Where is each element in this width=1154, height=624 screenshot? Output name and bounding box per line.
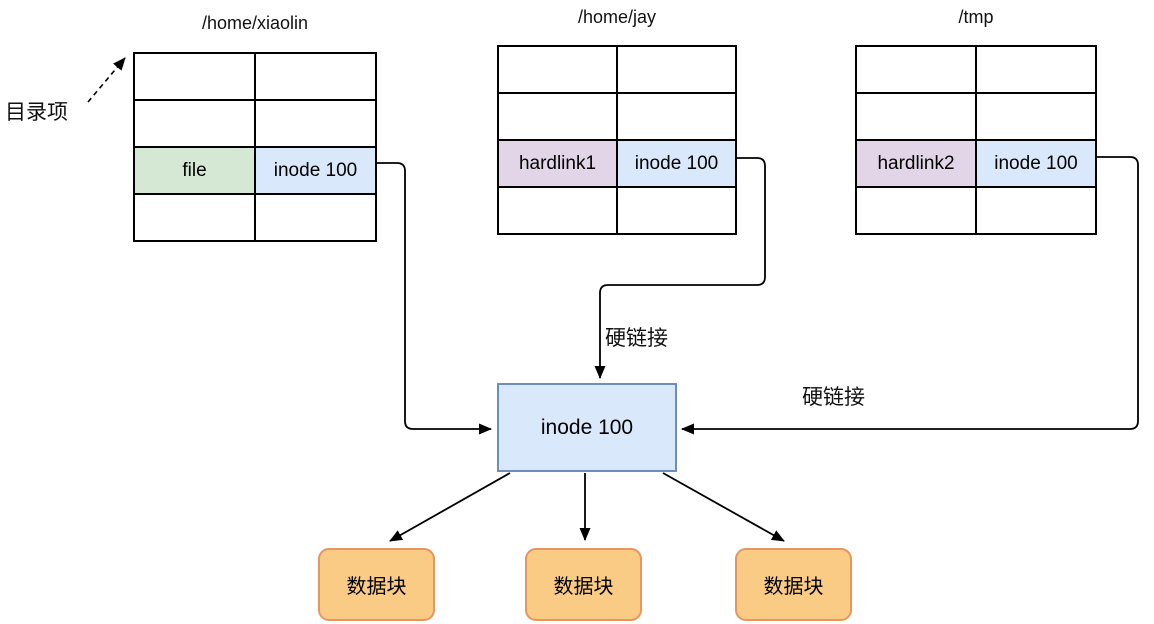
- edge-inode-to-block3: [662, 472, 785, 542]
- table-row: [133, 99, 377, 148]
- dir-entry-name-hardlink1: hardlink1: [497, 139, 618, 188]
- table-row: hardlink2 inode 100: [855, 139, 1097, 188]
- table-row: [133, 193, 377, 242]
- table-row: file inode 100: [133, 146, 377, 195]
- dir-table-jay: hardlink1 inode 100: [497, 45, 737, 235]
- dir-entry-inode: inode 100: [975, 139, 1097, 188]
- dir-entry-cell-empty: [254, 193, 377, 242]
- dir-entry-cell-empty: [497, 186, 618, 235]
- table-row: hardlink1 inode 100: [497, 139, 737, 188]
- dir-entry-cell-empty: [497, 92, 618, 141]
- dir-entry-cell-empty: [133, 193, 256, 242]
- dir-entry-name-file: file: [133, 146, 256, 195]
- data-block-2: 数据块: [525, 548, 642, 621]
- dir-title-tmp: /tmp: [958, 7, 994, 27]
- table-row: [855, 45, 1097, 94]
- table-row: [855, 92, 1097, 141]
- inode-box: inode 100: [497, 383, 677, 472]
- edge-xiaolin-to-inode: [377, 162, 492, 435]
- dir-entry-cell-empty: [254, 99, 377, 148]
- dir-table-xiaolin: file inode 100: [133, 52, 377, 242]
- data-block-1: 数据块: [318, 548, 435, 621]
- data-block-label: 数据块: [763, 576, 824, 598]
- directory-entry-label: 目录项: [5, 101, 68, 124]
- dir-entry-inode: inode 100: [254, 146, 377, 195]
- hardlink-edge-label-right: 硬链接: [802, 386, 865, 409]
- table-row: [497, 45, 737, 94]
- table-row: [497, 92, 737, 141]
- data-block-3: 数据块: [735, 548, 852, 621]
- dir-entry-cell-empty: [254, 52, 377, 101]
- edge-inode-to-block1: [389, 472, 511, 542]
- table-row: [497, 186, 737, 235]
- dir-entry-cell-empty: [855, 186, 977, 235]
- dir-entry-name-hardlink2: hardlink2: [855, 139, 977, 188]
- dir-entry-cell-empty: [616, 45, 737, 94]
- dir-entry-cell-empty: [975, 45, 1097, 94]
- data-block-label: 数据块: [553, 576, 614, 598]
- dir-entry-cell-empty: [133, 99, 256, 148]
- dir-entry-cell-empty: [616, 92, 737, 141]
- hardlink-edge-label-top: 硬链接: [605, 327, 668, 350]
- dir-entry-cell-empty: [616, 186, 737, 235]
- dir-entry-cell-empty: [975, 186, 1097, 235]
- dir-entry-cell-empty: [855, 92, 977, 141]
- dir-entry-cell-empty: [133, 52, 256, 101]
- table-row: [855, 186, 1097, 235]
- dir-title-jay: /home/jay: [577, 7, 657, 27]
- inode-box-label: inode 100: [540, 415, 634, 439]
- dir-entry-cell-empty: [497, 45, 618, 94]
- dir-entry-cell-empty: [855, 45, 977, 94]
- dir-title-xiaolin: /home/xiaolin: [201, 13, 309, 33]
- dir-table-tmp: hardlink2 inode 100: [855, 45, 1097, 235]
- directory-entry-annotation-arrow: [87, 57, 126, 103]
- dir-entry-inode: inode 100: [616, 139, 737, 188]
- dir-entry-cell-empty: [975, 92, 1097, 141]
- data-block-label: 数据块: [346, 576, 407, 598]
- table-row: [133, 52, 377, 101]
